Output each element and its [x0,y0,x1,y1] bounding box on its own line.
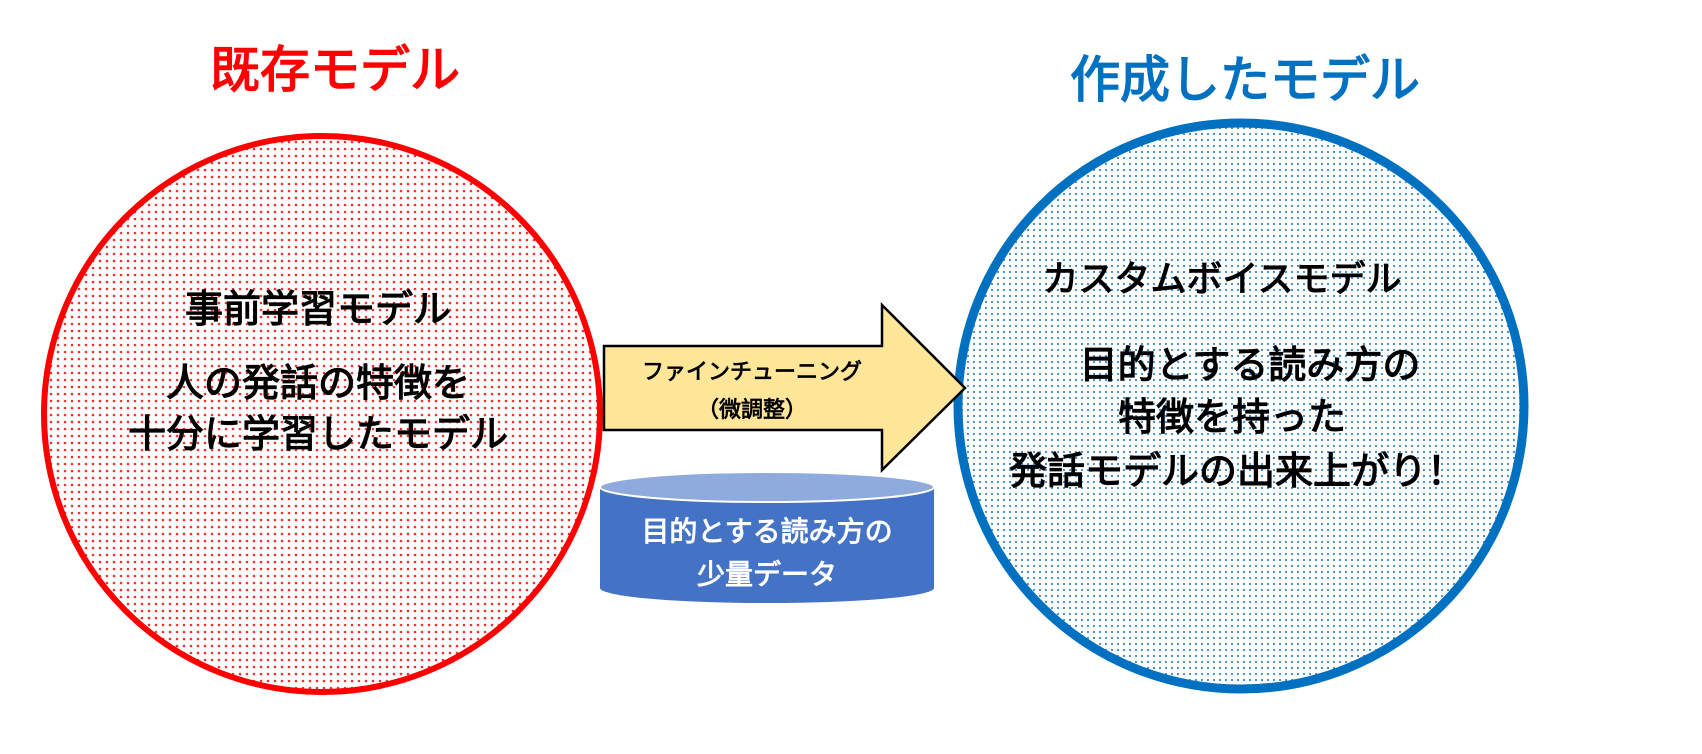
left-line-3: 十分に学習したモデル [127,412,509,456]
arrow-label-2: （微調整） [696,398,808,423]
existing-model-circle [41,133,603,695]
right-line-1: カスタムボイスモデル [1042,259,1402,300]
database-cylinder [599,471,935,603]
right-line-2: 目的とする読み方の [1079,343,1421,387]
right-line-3: 特徴を持った [1117,395,1347,439]
arrow-label-1: ファインチューニング [641,360,863,385]
left-line-1: 事前学習モデル [184,287,452,331]
database-label-2: 少量データ [696,558,838,591]
existing-model-title: 既存モデル [210,41,460,99]
created-model-circle [953,118,1529,694]
fine-tuning-arrow [602,301,967,473]
database-label-1: 目的とする読み方の [641,515,893,548]
created-model-title: 作成したモデル [1070,51,1420,109]
right-line-4: 発話モデルの出来上がり！ [1008,449,1466,493]
left-line-2: 人の発話の特徴を [165,361,471,405]
